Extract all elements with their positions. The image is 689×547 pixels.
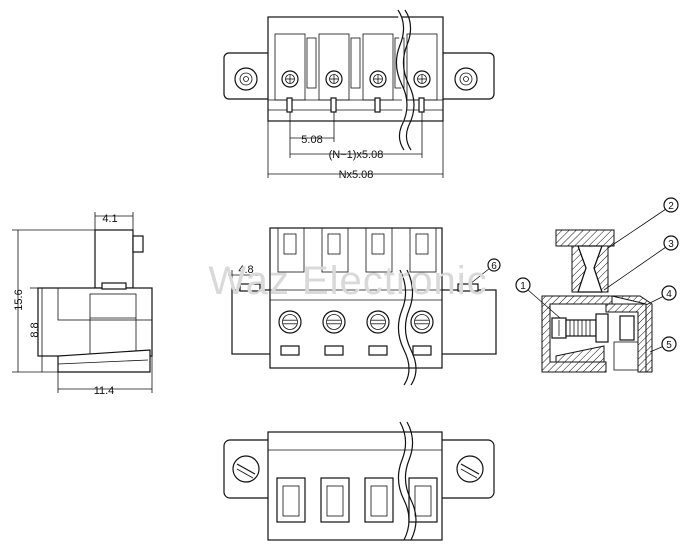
callout-4: 4 (666, 289, 672, 300)
front-body (269, 227, 443, 369)
side-dimensions: 4.1 15.6 8.8 11.4 (12, 212, 153, 397)
top-pins (286, 97, 425, 113)
bottom-view (223, 421, 495, 541)
callout-2: 2 (668, 201, 674, 212)
section-view: 1 2 3 4 5 (515, 197, 679, 373)
callout-5: 5 (666, 340, 672, 351)
dim-overall: Nx5.08 (339, 169, 374, 181)
top-view: 5.08 (N−1)x5.08 Nx5.08 (223, 9, 495, 181)
dim-offset: 4.8 (238, 264, 253, 276)
watermark: Waz Electronic (208, 259, 487, 303)
dim-pitch: 5.08 (301, 134, 322, 146)
side-top-block (94, 229, 134, 289)
mounting-hole-icon (232, 455, 484, 483)
dim-span: (N−1)x5.08 (329, 149, 384, 161)
front-view: 4.8 6 (228, 227, 501, 386)
callout-6: 6 (491, 261, 497, 272)
front-wire-tabs (277, 227, 437, 273)
section-callouts: 1 2 3 4 5 (515, 197, 679, 353)
front-wire-entries (280, 345, 432, 356)
section-screw-thread (565, 319, 597, 337)
top-body (267, 16, 444, 122)
dim-height: 15.6 (13, 289, 25, 310)
side-body (37, 287, 153, 357)
bottom-wire-openings (276, 477, 438, 523)
callout-1: 1 (520, 281, 526, 292)
dim-base-width: 11.4 (94, 385, 115, 397)
side-base (57, 349, 151, 373)
callout-3: 3 (668, 239, 674, 250)
callout-6-circle (487, 258, 501, 272)
dim-top-width: 4.1 (102, 213, 117, 225)
side-view: 4.1 15.6 8.8 11.4 (12, 212, 153, 397)
top-dimensions: 5.08 (N−1)x5.08 Nx5.08 (267, 112, 444, 181)
dim-body-height: 8.8 (29, 322, 41, 337)
mounting-hole-icon (234, 67, 478, 91)
